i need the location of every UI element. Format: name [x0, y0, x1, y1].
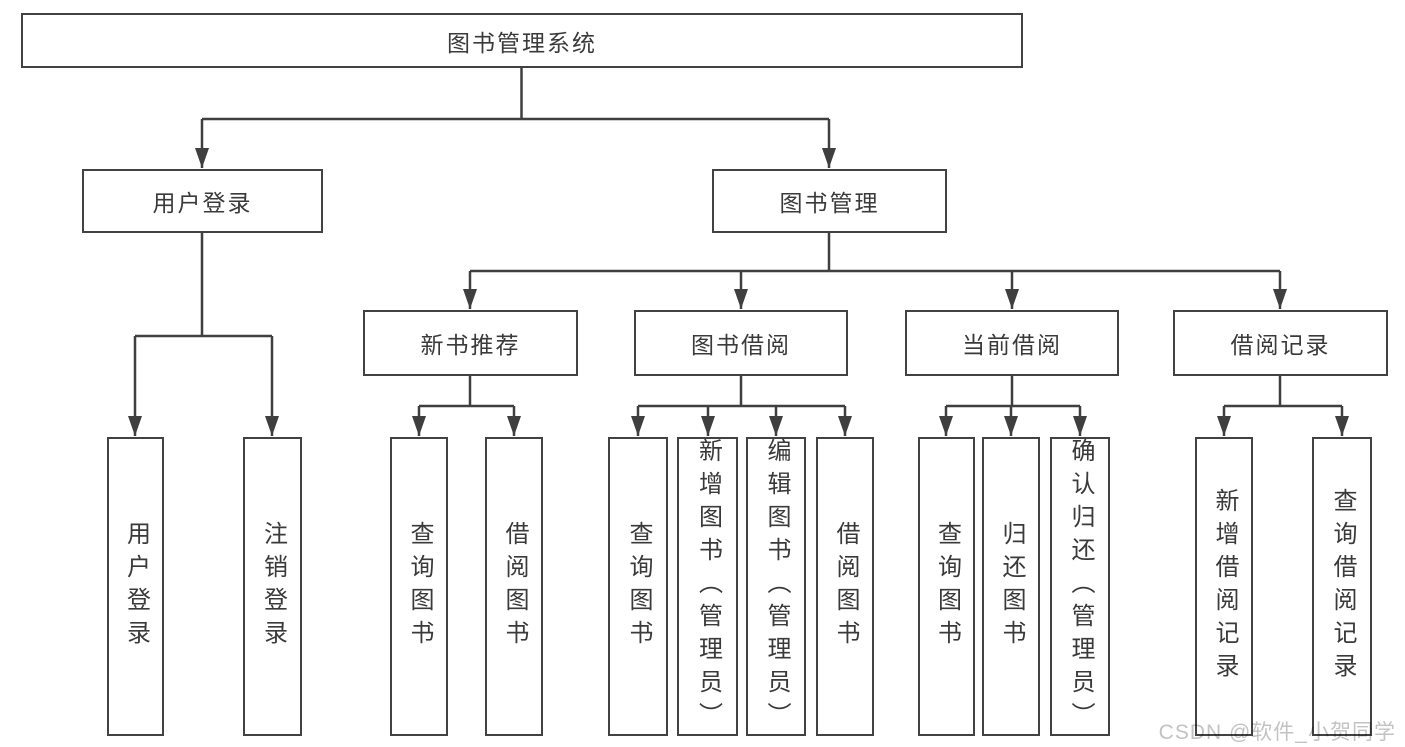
- node-book-management: 图书管理: [712, 169, 947, 233]
- leaf-add-books-admin-label: 新增图书（管理员）: [694, 438, 722, 735]
- leaf-add-borrow-record-label: 新增借阅记录: [1211, 487, 1238, 686]
- leaf-borrow-books-recommend: 借阅图书: [485, 437, 543, 736]
- leaf-query-books-current: 查询图书: [918, 437, 975, 736]
- csdn-watermark: CSDN @软件_小贺同学: [1158, 721, 1396, 744]
- node-new-book-recommend-label: 新书推荐: [420, 332, 521, 358]
- leaf-return-books-label: 归还图书: [998, 520, 1025, 653]
- leaf-query-borrow-record: 查询借阅记录: [1312, 437, 1372, 736]
- node-book-borrow: 图书借阅: [634, 310, 848, 376]
- leaf-borrow-books-recommend-label: 借阅图书: [501, 520, 528, 653]
- leaf-logout-label: 注销登录: [259, 520, 287, 653]
- node-current-borrow-label: 当前借阅: [962, 332, 1062, 358]
- leaf-user-login-label: 用户登录: [122, 520, 150, 653]
- leaf-query-books-current-label: 查询图书: [933, 520, 961, 653]
- leaf-confirm-return-admin: 确认归还（管理员）: [1050, 437, 1110, 736]
- leaf-borrow-books-label: 借阅图书: [832, 520, 859, 653]
- node-user-login-label: 用户登录: [152, 190, 253, 216]
- node-borrow-records: 借阅记录: [1173, 310, 1388, 376]
- leaf-query-borrow-record-label: 查询借阅记录: [1329, 487, 1356, 686]
- node-borrow-records-label: 借阅记录: [1230, 332, 1331, 358]
- node-current-borrow: 当前借阅: [905, 310, 1119, 376]
- leaf-logout: 注销登录: [243, 437, 302, 736]
- node-new-book-recommend: 新书推荐: [363, 310, 578, 376]
- leaf-edit-books-admin: 编辑图书（管理员）: [746, 437, 806, 736]
- leaf-add-borrow-record: 新增借阅记录: [1195, 437, 1253, 736]
- leaf-add-books-admin: 新增图书（管理员）: [677, 437, 738, 736]
- leaf-confirm-return-admin-label: 确认归还（管理员）: [1067, 438, 1094, 735]
- node-root-system: 图书管理系统: [21, 13, 1023, 68]
- leaf-return-books: 归还图书: [982, 437, 1040, 736]
- leaf-query-books-recommend: 查询图书: [390, 437, 448, 736]
- node-book-management-label: 图书管理: [779, 190, 880, 216]
- leaf-query-books-borrow-label: 查询图书: [625, 520, 652, 653]
- leaf-borrow-books: 借阅图书: [816, 437, 874, 736]
- leaf-edit-books-admin-label: 编辑图书（管理员）: [763, 438, 790, 735]
- node-root-label: 图书管理系统: [447, 29, 597, 56]
- node-book-borrow-label: 图书借阅: [691, 332, 791, 358]
- leaf-user-login: 用户登录: [107, 437, 164, 736]
- leaf-query-books-borrow: 查询图书: [608, 437, 668, 736]
- leaf-query-books-recommend-label: 查询图书: [406, 520, 433, 653]
- node-user-login: 用户登录: [82, 169, 323, 233]
